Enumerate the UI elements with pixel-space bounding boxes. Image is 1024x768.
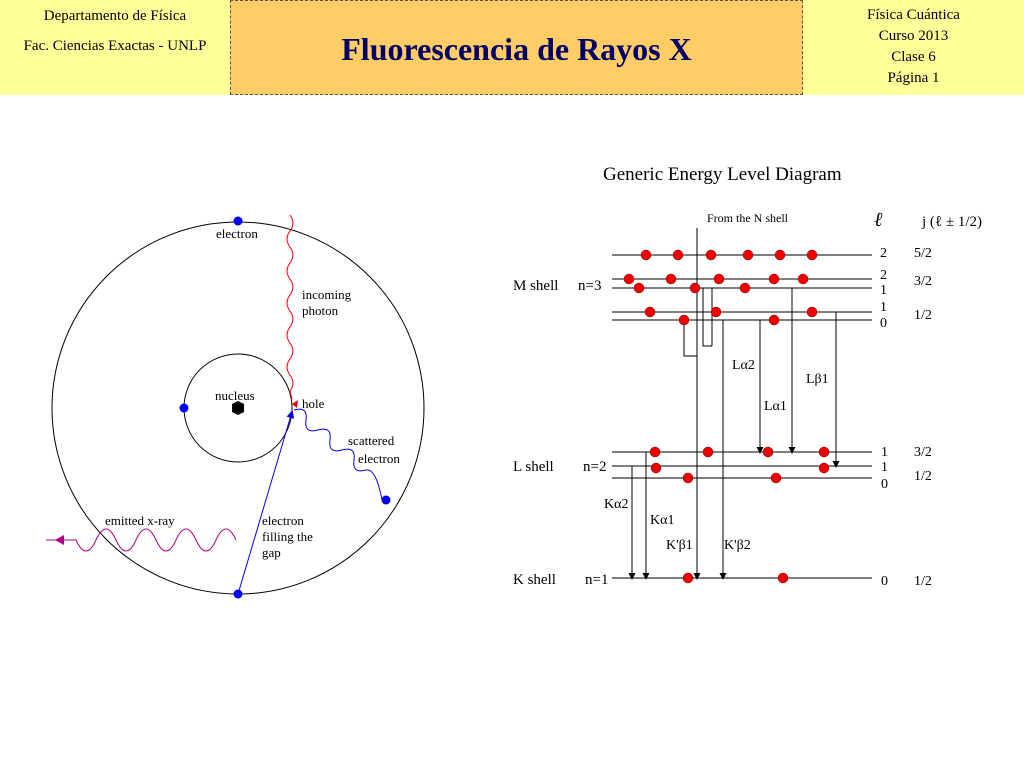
j-value: 3/2 [914,274,932,289]
page-number-label: Página 1 [887,70,940,86]
m-shell-connector [683,320,697,357]
j-column-header: j (ℓ ± 1/2) [921,214,982,230]
electron-label: electron [216,226,258,241]
emitted-xray-wave [46,528,237,552]
header-right: Física Cuántica Curso 2013 Clase 6 Págin… [803,0,1024,95]
department-label: Departamento de Física [43,8,187,24]
transition-label-la2: Lα2 [732,358,755,373]
j-value: 5/2 [914,246,932,261]
l-value: 1 [881,460,888,475]
filling-electron-path [237,410,295,595]
l-value: 0 [881,477,888,492]
emitted-xray-arrowhead [55,535,64,545]
j-value: 1/2 [914,574,932,589]
nucleus-icon [232,401,244,415]
incoming-label-1: incoming [302,287,352,302]
electron-top [233,216,243,226]
j-value: 1/2 [914,308,932,323]
l-value: 2 [880,268,887,283]
n3-label: n=3 [578,278,601,294]
transition-label-ka1: Kα1 [650,513,674,528]
course-label: Física Cuántica [867,7,960,23]
l-value: 1 [880,300,887,315]
scattered-electron-dot [381,495,391,505]
hole-label: hole [302,396,325,411]
j-value: 3/2 [914,445,932,460]
hole-marker [292,400,298,408]
transition-label-kb2: K'β2 [724,538,751,553]
filling-label-2: filling the [262,529,313,544]
l-shell-label: L shell [513,459,554,475]
l-value: 0 [880,316,887,331]
scattered-label-2: electron [358,451,400,466]
m-shell-label: M shell [513,278,558,294]
l-column-header: ℓ [874,209,883,231]
scattered-label-1: scattered [348,433,395,448]
diagram-title: Generic Energy Level Diagram [603,164,842,185]
filling-label-3: gap [262,545,281,560]
header-left: Departamento de Física Fac. Ciencias Exa… [0,0,230,95]
j-value: 1/2 [914,469,932,484]
class-label: Clase 6 [891,49,936,65]
emitted-xray-label: emitted x-ray [105,513,175,528]
k-shell-label: K shell [513,572,556,588]
faculty-label: Fac. Ciencias Exactas - UNLP [23,38,207,54]
year-label: Curso 2013 [878,28,949,44]
m-shell-connector [702,288,712,347]
l-value: 1 [880,283,887,298]
l-value: 2 [880,246,887,261]
incoming-photon-wave [286,214,294,400]
transition-label-ka2: Kα2 [604,497,628,512]
level-electrons [623,249,830,584]
nucleus-label: nucleus [215,388,255,403]
l-value: 0 [881,574,888,589]
transition-label-la1: Lα1 [764,399,787,414]
n2-label: n=2 [583,459,606,475]
scattered-electron-path [293,408,383,501]
transition-label-lb1: Lβ1 [806,372,829,387]
page-title: Fluorescencia de Rayos X [341,31,692,67]
from-n-shell-label: From the N shell [707,211,789,225]
filling-label-1: electron [262,513,304,528]
energy-level-diagram: Generic Energy Level Diagram From the N … [513,164,982,589]
n1-label: n=1 [585,572,608,588]
atom-diagram: electron incoming photon nucleus hole sc… [46,214,425,599]
header-title-box: Fluorescencia de Rayos X [230,0,803,95]
incoming-label-2: photon [302,303,339,318]
transition-label-kb1: K'β1 [666,538,693,553]
l-value: 1 [881,445,888,460]
electron-inner-left [179,403,189,413]
